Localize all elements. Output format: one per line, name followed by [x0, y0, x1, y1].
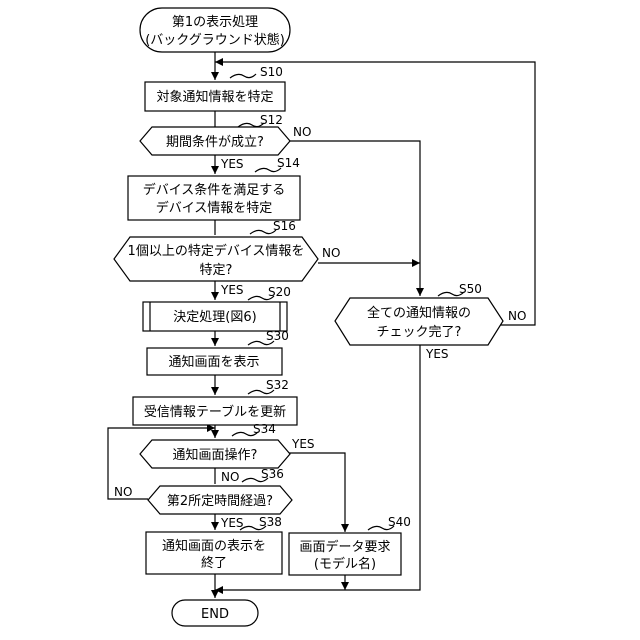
- s20-text: 決定処理(図6): [173, 310, 256, 325]
- s36-label: S36: [261, 467, 284, 481]
- arrow-s16-no: [412, 259, 420, 267]
- step-s20: S20 決定処理(図6): [143, 285, 291, 331]
- s38-line2: 終了: [201, 555, 227, 571]
- s10-text: 対象通知情報を特定: [156, 89, 273, 105]
- arrow-s34: [211, 430, 219, 438]
- step-s40: S40 画面データ要求 (モデル名): [289, 515, 411, 575]
- s36-yes-label: YES: [220, 516, 244, 530]
- s36-text: 第2所定時間経過?: [167, 494, 273, 509]
- arrow-s40: [341, 524, 349, 532]
- s16-no-label: NO: [322, 246, 340, 260]
- s50-yes-label: YES: [425, 347, 449, 361]
- s34-yes-label: YES: [291, 437, 315, 451]
- arrow-s10: [211, 72, 219, 80]
- arrow-s40-merge: [341, 582, 349, 590]
- s12-text: 期間条件が成立?: [166, 134, 264, 150]
- s12-no-label: NO: [293, 125, 311, 139]
- line-s34-yes: [278, 453, 345, 532]
- arrow-s14: [211, 166, 219, 174]
- arrow-s38: [211, 522, 219, 530]
- end-terminal: END: [172, 600, 258, 626]
- arrow-loop-top: [215, 58, 223, 66]
- s34-text: 通知画面操作?: [173, 447, 258, 463]
- s40-label: S40: [388, 515, 411, 529]
- s32-label: S32: [266, 378, 289, 392]
- s50-line1: 全ての通知情報の: [367, 305, 471, 321]
- s16-line1: 1個以上の特定デバイス情報を: [128, 243, 305, 259]
- step-s16: S16 1個以上の特定デバイス情報を 特定? NO YES: [114, 219, 340, 297]
- step-s50: S50 全ての通知情報の チェック完了? NO YES: [335, 282, 526, 361]
- arrow-s50: [416, 288, 424, 296]
- s50-no-label: NO: [508, 309, 526, 323]
- s38-label: S38: [259, 515, 282, 529]
- s40-line1: 画面データ要求: [299, 539, 390, 555]
- s14-label: S14: [277, 156, 300, 170]
- s30-text: 通知画面を表示: [168, 354, 259, 370]
- s10-label: S10: [260, 65, 283, 79]
- s36-no-label: NO: [114, 485, 132, 499]
- s12-yes-label: YES: [220, 157, 244, 171]
- s30-label: S30: [266, 329, 289, 343]
- s20-label: S20: [268, 285, 291, 299]
- start-line1: 第1の表示処理: [172, 15, 258, 30]
- s50-label: S50: [459, 282, 482, 296]
- s12-label: S12: [260, 113, 283, 127]
- s40-line2: (モデル名): [314, 556, 376, 572]
- arrow-s32: [211, 387, 219, 395]
- s50-line2: チェック完了?: [377, 325, 462, 340]
- s32-text: 受信情報テーブルを更新: [144, 404, 286, 420]
- arrow-s30: [211, 338, 219, 346]
- s16-yes-label: YES: [220, 283, 244, 297]
- s10-leader: [230, 74, 256, 78]
- step-s30: S30 通知画面を表示: [147, 329, 289, 375]
- s38-line1: 通知画面の表示を: [162, 538, 266, 554]
- s16-line2: 特定?: [200, 263, 233, 278]
- s14-line2: デバイス情報を特定: [156, 200, 273, 216]
- s14-line1: デバイス条件を満足する: [143, 182, 286, 198]
- end-text: END: [201, 607, 229, 622]
- s34-no-label: NO: [221, 470, 239, 484]
- arrow-s20: [211, 292, 219, 300]
- start-terminal: 第1の表示処理 (バックグラウンド状態): [140, 8, 290, 52]
- start-line2: (バックグラウンド状態): [145, 32, 285, 48]
- step-s14: S14 デバイス条件を満足する デバイス情報を特定: [128, 156, 300, 220]
- s16-label: S16: [273, 219, 296, 233]
- step-s34: S34 通知画面操作? YES NO: [140, 422, 315, 484]
- s34-label: S34: [253, 422, 276, 436]
